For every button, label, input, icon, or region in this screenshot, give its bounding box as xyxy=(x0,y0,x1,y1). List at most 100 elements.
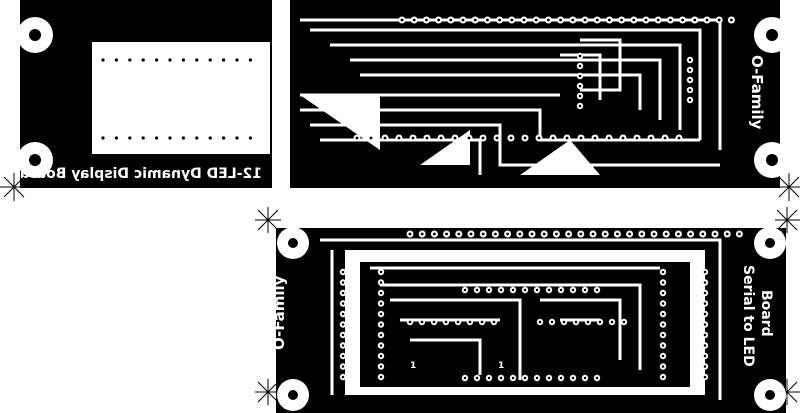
pad xyxy=(576,72,584,80)
pad xyxy=(679,16,687,24)
pad xyxy=(367,134,375,142)
pad xyxy=(179,134,188,142)
pad xyxy=(701,363,709,370)
pad xyxy=(508,16,516,24)
pad xyxy=(699,230,707,238)
pad xyxy=(479,134,487,142)
pad xyxy=(581,286,589,294)
pad xyxy=(659,268,667,276)
pad xyxy=(437,134,445,142)
pad xyxy=(605,134,613,142)
pad xyxy=(701,321,709,328)
board-top-pad-row-lower xyxy=(99,134,255,142)
pad xyxy=(112,134,121,142)
pad xyxy=(619,134,627,142)
pad xyxy=(377,268,385,276)
pad xyxy=(112,56,121,64)
pad xyxy=(545,374,553,382)
pad xyxy=(686,96,694,104)
pad xyxy=(701,342,709,349)
pad xyxy=(166,56,174,64)
board-bottom-right-pads xyxy=(659,268,709,381)
pad xyxy=(406,318,414,326)
pad xyxy=(686,76,694,84)
pad xyxy=(451,134,459,142)
pad xyxy=(496,16,504,24)
pad xyxy=(642,16,650,24)
pad xyxy=(576,92,584,100)
pad xyxy=(410,16,418,24)
pad xyxy=(497,286,505,294)
board-bottom-mount-hole-tl xyxy=(277,227,309,259)
pad xyxy=(666,16,674,24)
pad xyxy=(377,289,385,297)
pad xyxy=(454,318,462,326)
pad xyxy=(398,16,406,24)
pad xyxy=(650,230,658,238)
pad xyxy=(504,230,512,238)
pad xyxy=(430,318,438,326)
pad xyxy=(435,16,443,24)
board-bottom-brand: O-Family xyxy=(270,275,288,350)
pad xyxy=(339,310,347,318)
pad xyxy=(661,134,669,142)
pad xyxy=(557,286,565,294)
pad xyxy=(509,374,517,382)
pad xyxy=(465,134,473,142)
board-bottom-header-pads xyxy=(406,230,743,238)
pad xyxy=(701,279,709,286)
pad xyxy=(377,331,385,339)
pad xyxy=(455,230,463,238)
pad xyxy=(605,16,613,24)
board-bottom-mount-hole-bl xyxy=(277,379,309,411)
pad xyxy=(557,16,565,24)
pad xyxy=(466,318,474,326)
pad xyxy=(521,286,529,294)
pad xyxy=(339,373,347,381)
pad xyxy=(152,56,161,64)
pad xyxy=(596,318,604,326)
pad xyxy=(675,134,683,142)
pad xyxy=(701,310,709,318)
pad xyxy=(701,373,709,381)
pad xyxy=(563,134,571,142)
pad xyxy=(533,374,541,382)
pad xyxy=(192,56,201,64)
pad xyxy=(339,342,347,349)
pad xyxy=(711,230,719,238)
pad xyxy=(491,230,499,238)
pad xyxy=(686,56,694,64)
pad xyxy=(339,352,347,360)
pad xyxy=(520,16,528,24)
pad xyxy=(339,289,347,297)
pad xyxy=(638,230,646,238)
pad xyxy=(461,286,469,294)
pad xyxy=(99,134,107,142)
pad xyxy=(179,56,188,64)
pad xyxy=(613,230,621,238)
pad xyxy=(339,331,347,339)
pad xyxy=(576,82,584,90)
pad xyxy=(686,86,694,94)
pad xyxy=(377,279,385,286)
pad xyxy=(674,230,682,238)
pad xyxy=(430,230,438,238)
pad xyxy=(377,300,385,307)
board-bottom-title-line1: Serial to LED xyxy=(740,265,756,367)
board-top-brand: O-Family xyxy=(748,55,766,130)
pad xyxy=(219,134,228,142)
pad xyxy=(569,16,577,24)
pad xyxy=(246,134,255,142)
pad xyxy=(659,342,667,349)
pad xyxy=(608,318,616,326)
board-top-copper-pour-3 xyxy=(520,140,600,175)
pad xyxy=(703,16,711,24)
pad xyxy=(533,286,541,294)
pad xyxy=(701,331,709,339)
pad xyxy=(528,230,536,238)
pad xyxy=(735,230,743,238)
pad xyxy=(377,352,385,360)
board-top-mount-hole-tr xyxy=(754,17,790,53)
pad xyxy=(659,300,667,307)
pad xyxy=(478,318,486,326)
